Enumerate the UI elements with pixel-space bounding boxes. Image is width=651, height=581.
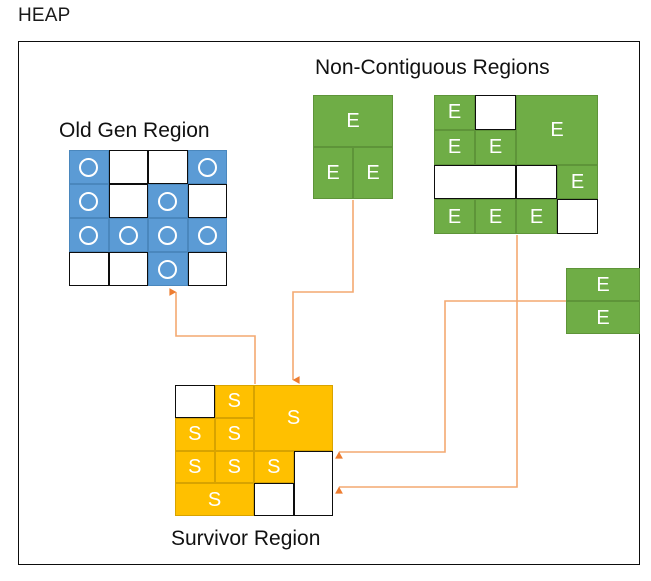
region-cell	[175, 385, 215, 418]
region-cell	[187, 184, 227, 218]
cell-label: S	[227, 423, 241, 446]
cell-label: E	[447, 136, 462, 159]
region-cell: E	[434, 199, 475, 234]
region-cell	[148, 150, 188, 184]
region-cell	[148, 218, 188, 252]
region-cell	[475, 95, 516, 130]
cell-label: E	[550, 118, 564, 141]
survivor-region-label: Survivor Region	[171, 527, 321, 550]
region-cell: E	[566, 301, 640, 334]
region-cell	[69, 218, 109, 252]
region-cell	[108, 184, 148, 218]
cell-label: E	[346, 110, 360, 132]
region-cell: S	[214, 385, 254, 418]
cell-label: E	[488, 136, 503, 159]
cell-label: E	[596, 273, 610, 296]
connector-survivor-to-old-gen	[169, 288, 256, 384]
heap-title: HEAP	[18, 5, 71, 26]
object-circle-icon	[158, 191, 178, 211]
region-cell	[293, 450, 333, 516]
cell-label: E	[326, 162, 340, 184]
object-circle-icon	[158, 225, 178, 245]
cell-label: S	[286, 406, 301, 429]
region-cell	[69, 150, 109, 184]
object-circle-icon	[158, 259, 178, 279]
old-gen-region-label: Old Gen Region	[59, 119, 210, 142]
region-cell	[108, 150, 148, 184]
object-circle-icon	[79, 157, 99, 177]
region-cell	[187, 252, 227, 286]
cell-label: S	[207, 488, 222, 511]
region-cell	[148, 184, 188, 218]
non-contiguous-regions-label: Non-Contiguous Regions	[315, 56, 550, 79]
cell-label: E	[366, 162, 380, 184]
object-circle-icon	[118, 225, 138, 245]
region-cell: S	[214, 450, 254, 484]
region-cell	[187, 150, 227, 184]
cell-label: E	[529, 205, 544, 228]
region-cell: S	[254, 450, 294, 484]
object-circle-icon	[197, 225, 217, 245]
object-circle-icon	[79, 191, 99, 211]
object-circle-icon	[197, 157, 217, 177]
region-cell	[516, 164, 557, 200]
cell-label: E	[596, 306, 610, 329]
cell-label: E	[488, 205, 503, 228]
eden-block-left: E E E	[313, 95, 393, 199]
region-cell: E	[434, 95, 475, 130]
region-cell	[254, 483, 294, 516]
cell-label: E	[447, 101, 462, 124]
cell-label: E	[570, 170, 585, 193]
region-cell: S	[175, 483, 254, 516]
region-cell	[187, 218, 227, 252]
region-cell: E	[475, 129, 516, 165]
region-cell: E	[313, 95, 393, 147]
region-cell: E	[516, 95, 598, 165]
region-cell: S	[254, 385, 333, 451]
old-gen-region-grid	[69, 150, 227, 286]
region-cell	[69, 184, 109, 218]
region-cell	[69, 252, 109, 286]
region-cell: E	[566, 268, 640, 301]
connector-eden-side-to-survivor	[335, 300, 566, 459]
region-cell	[108, 252, 148, 286]
region-cell	[108, 218, 148, 252]
region-cell	[557, 199, 598, 234]
cell-label: S	[227, 455, 241, 478]
cell-label: S	[227, 390, 241, 413]
region-cell: E	[516, 199, 557, 234]
cell-label: S	[267, 455, 281, 478]
region-cell: E	[475, 199, 516, 234]
connector-eden-left-to-survivor	[292, 200, 354, 384]
region-cell: E	[313, 147, 353, 199]
region-cell: S	[175, 417, 215, 451]
cell-label: S	[188, 423, 202, 446]
region-cell: S	[175, 450, 215, 484]
region-cell: S	[214, 417, 254, 451]
region-cell: E	[557, 164, 598, 200]
region-cell	[148, 252, 188, 286]
region-cell: E	[434, 129, 475, 165]
region-cell	[434, 164, 516, 200]
cell-label: S	[188, 455, 202, 478]
object-circle-icon	[79, 225, 99, 245]
cell-label: E	[447, 205, 462, 228]
region-cell: E	[353, 147, 393, 199]
connector-eden-right-to-survivor	[335, 235, 518, 494]
